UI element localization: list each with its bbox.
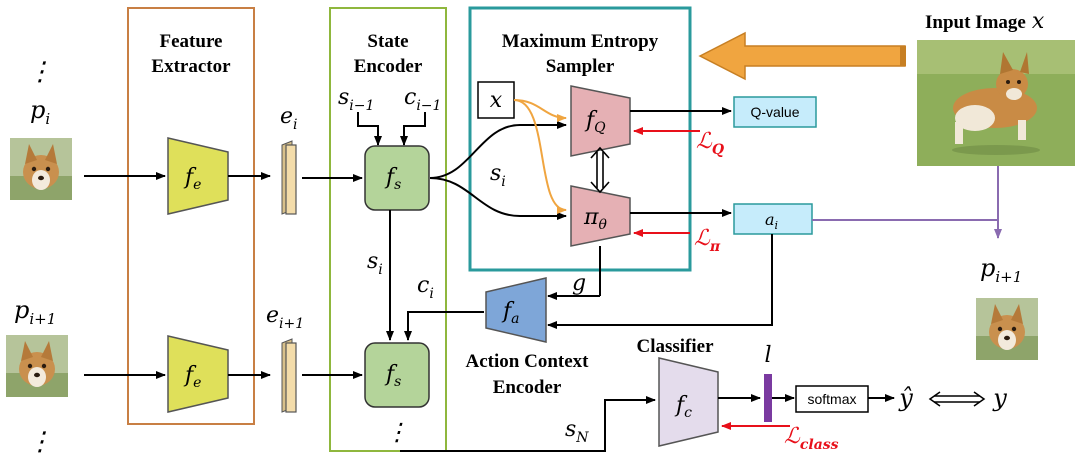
feature-extractor-top	[167, 137, 229, 215]
a-i-label: ai	[765, 210, 778, 232]
state-encoder-title-1: State	[367, 31, 408, 52]
classifier-fc	[658, 357, 719, 447]
arrow-s-im1	[357, 112, 382, 146]
label-p-out: pi+1	[980, 254, 1022, 286]
patch-image-output	[976, 298, 1038, 360]
arrow-fa-to-fs	[404, 311, 484, 341]
arrow-c-im1	[400, 112, 426, 146]
pi-label: πθ	[583, 205, 607, 233]
label-y-hat: ŷ	[898, 384, 913, 412]
dots-top: ⋮	[27, 57, 53, 87]
label-c-im1: ci−1	[404, 85, 441, 114]
q-value-box	[733, 96, 817, 128]
feature-extractor-box	[127, 7, 255, 425]
input-image	[917, 40, 1075, 166]
dots-bottom: ⋮	[27, 427, 53, 457]
max-entropy-sampler-box	[468, 6, 692, 272]
label-l: l	[764, 343, 771, 368]
label-s-i-top: si	[490, 161, 506, 190]
dots-state: ⋮	[385, 418, 409, 446]
q-value-label: Q-value	[750, 104, 799, 120]
label-s-i-mid: si	[367, 249, 383, 278]
softmax-label: softmax	[807, 391, 856, 407]
label-p-i: pi	[30, 96, 50, 128]
logit-bar	[764, 374, 772, 422]
action-context-encoder	[485, 277, 547, 343]
label-s-n: sN	[565, 417, 589, 446]
label-y: y	[992, 384, 1007, 412]
softmax-box	[795, 385, 869, 413]
embedding-bar-ei1	[281, 338, 297, 413]
classifier-title: Classifier	[636, 336, 714, 357]
label-p-i1: pi+1	[14, 296, 56, 328]
loss-q-label: ℒQ	[696, 129, 724, 158]
actor-pi	[570, 185, 631, 247]
feature-extractor-title-1: Feature	[160, 31, 223, 52]
curve-fs-to-fq	[429, 121, 567, 179]
sampler-title-1: Maximum Entropy	[502, 31, 659, 52]
label-g: g	[572, 271, 586, 296]
embedding-bar-ei	[281, 140, 297, 215]
critic-fq	[570, 85, 631, 157]
state-encoder-box	[329, 7, 447, 452]
arrow-sn-to-fc	[400, 396, 656, 452]
double-arrow-yhat-y	[928, 391, 986, 407]
state-encoder-title-2: Encoder	[354, 56, 423, 77]
label-e-i: ei	[280, 104, 298, 133]
loss-pi-label: ℒπ	[694, 226, 721, 255]
orange-x-to-pi	[513, 99, 567, 214]
arrow-ai-to-fa	[547, 234, 773, 329]
state-node-bottom	[364, 342, 430, 408]
big-orange-arrow-tail	[900, 46, 906, 66]
patch-image-pi	[10, 138, 72, 200]
feature-extractor-title-2: Extractor	[151, 56, 231, 77]
loss-class-label: ℒclass	[784, 424, 839, 453]
action-context-title-1: Action Context	[466, 351, 590, 372]
label-e-i1: ei+1	[266, 303, 304, 332]
big-orange-arrow	[698, 31, 906, 81]
label-s-im1: si−1	[338, 85, 374, 114]
label-c-i: ci	[417, 273, 434, 302]
state-node-top	[364, 145, 430, 211]
action-context-title-2: Encoder	[493, 377, 562, 398]
curve-fs-to-pi	[429, 177, 567, 220]
double-arrow-fq-pi	[590, 146, 610, 194]
x-box-label: x	[490, 88, 503, 113]
feature-extractor-bottom	[167, 335, 229, 413]
sampler-title-2: Sampler	[546, 56, 615, 77]
patch-image-pi1	[6, 335, 68, 397]
